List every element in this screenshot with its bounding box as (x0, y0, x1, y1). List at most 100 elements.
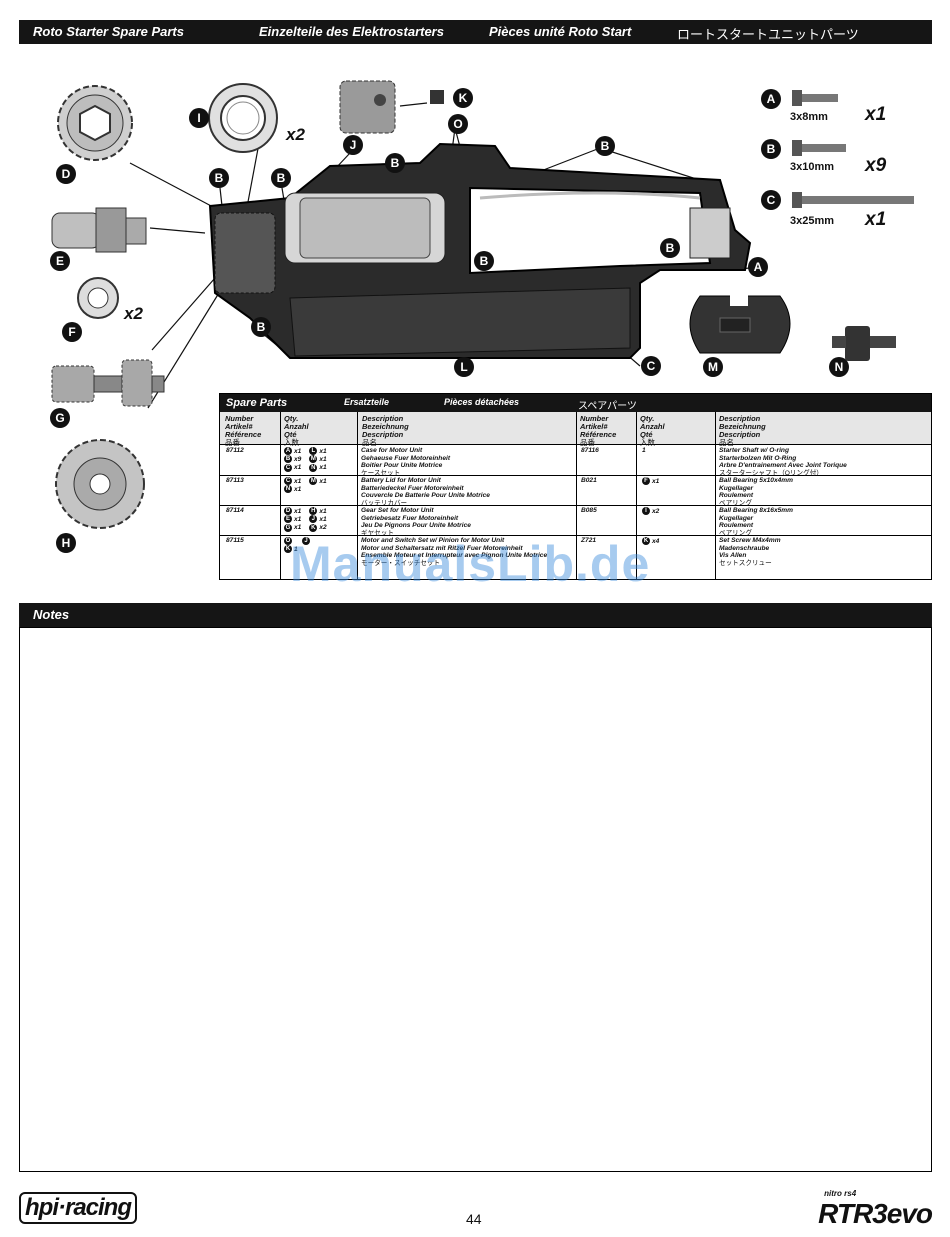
col-divider (636, 412, 637, 579)
spare-parts-title-de: Ersatzteile (344, 397, 390, 407)
part-letter-badge: D (284, 507, 292, 515)
qty-i: x2 (285, 125, 305, 144)
screw-b-qty: x9 (864, 155, 887, 176)
bearing-f-drawing (77, 277, 119, 319)
svg-text:B: B (601, 139, 610, 153)
callout-b-1: B (209, 168, 229, 188)
svg-text:B: B (391, 156, 400, 170)
case-l-drawing (208, 142, 752, 359)
starter-shaft-n-drawing (832, 326, 896, 361)
part-number-cell: 87113 (226, 477, 244, 484)
callout-b-6: B (660, 238, 680, 258)
title-fr: Pièces unité Roto Start (489, 24, 632, 39)
svg-text:L: L (460, 360, 467, 374)
svg-text:K: K (459, 91, 468, 105)
svg-text:B: B (215, 171, 224, 185)
notes-title: Notes (33, 607, 70, 622)
callout-d: D (56, 164, 76, 184)
svg-text:M: M (708, 360, 718, 374)
svg-text:B: B (480, 254, 489, 268)
svg-text:B: B (767, 142, 776, 156)
svg-text:O: O (453, 117, 462, 131)
part-letter-badge: J (302, 537, 310, 545)
hpi-racing-logo: hpi·racing (19, 1192, 138, 1224)
part-letter-badge: K (642, 537, 650, 545)
callout-g: G (50, 408, 70, 428)
svg-text:F: F (68, 325, 75, 339)
callout-o: O (448, 114, 468, 134)
part-letter-badge: N (309, 463, 318, 472)
part-letter-badge: A (284, 447, 292, 455)
part-letter-badge: M (309, 477, 318, 485)
screw-a-qty: x1 (864, 104, 886, 125)
callout-b-3: B (385, 153, 405, 173)
part-number-cell: B021 (581, 477, 597, 484)
part-letter-badge: N (284, 485, 292, 494)
svg-text:B: B (277, 171, 286, 185)
callout-h: H (56, 533, 76, 553)
part-letter-badge: O (284, 537, 292, 545)
callout-l: L (454, 357, 474, 377)
screw-c-qty: x1 (864, 209, 886, 230)
callout-c-case: C (641, 356, 661, 376)
spare-parts-table: Spare Parts Ersatzteile Pièces détachées… (219, 393, 932, 580)
part-number-cell: 87114 (226, 507, 244, 514)
col-divider (357, 412, 358, 579)
part-letter-badge: E (284, 515, 292, 524)
svg-text:B: B (666, 241, 675, 255)
svg-text:A: A (767, 92, 776, 106)
part-number-cell: 87112 (226, 447, 244, 454)
part-number-cell: 87116 (581, 447, 599, 454)
spare-parts-title-fr: Pièces détachées (444, 397, 520, 407)
callout-i: I (189, 108, 209, 128)
col-divider (280, 412, 281, 579)
part-letter-badge: K (284, 545, 292, 554)
exploded-parts-diagram: D E F G H I J K O B B B B B B B A C L M … (0, 48, 950, 598)
svg-text:N: N (835, 360, 844, 374)
starter-shaft-e-drawing (51, 207, 147, 253)
battery-lid-m-drawing (689, 292, 791, 354)
part-letter-badge: C (284, 477, 292, 485)
callout-a-screw: A (761, 89, 781, 109)
part-letter-badge: L (309, 447, 318, 455)
callout-a-case: A (748, 257, 768, 277)
part-letter-badge: B (284, 455, 292, 464)
svg-text:J: J (350, 138, 357, 152)
gear-d-drawing (57, 85, 133, 161)
pinion-k-drawing (339, 80, 444, 134)
callout-c-screw: C (761, 190, 781, 210)
title-en: Roto Starter Spare Parts (33, 24, 184, 39)
screw-c-drawing (792, 192, 914, 208)
svg-text:H: H (62, 536, 71, 550)
screw-c-size: 3x25mm (790, 215, 834, 227)
spare-parts-header: Spare Parts Ersatzteile Pièces détachées… (220, 394, 931, 412)
svg-text:B: B (257, 320, 266, 334)
part-letter-badge: H (309, 507, 318, 515)
svg-text:C: C (767, 193, 776, 207)
screw-a-drawing (792, 90, 838, 106)
qty-cell: 1 (642, 447, 646, 454)
callout-k: K (453, 88, 473, 108)
gear-g-drawing (51, 359, 165, 407)
part-letter-badge: K (309, 523, 318, 532)
screw-a-size: 3x8mm (790, 111, 828, 123)
part-letter-badge: I (642, 507, 650, 515)
screw-b-drawing (792, 140, 846, 156)
callout-b-7: B (251, 317, 271, 337)
part-number-cell: Z721 (581, 537, 597, 544)
part-letter-badge: G (284, 523, 292, 532)
